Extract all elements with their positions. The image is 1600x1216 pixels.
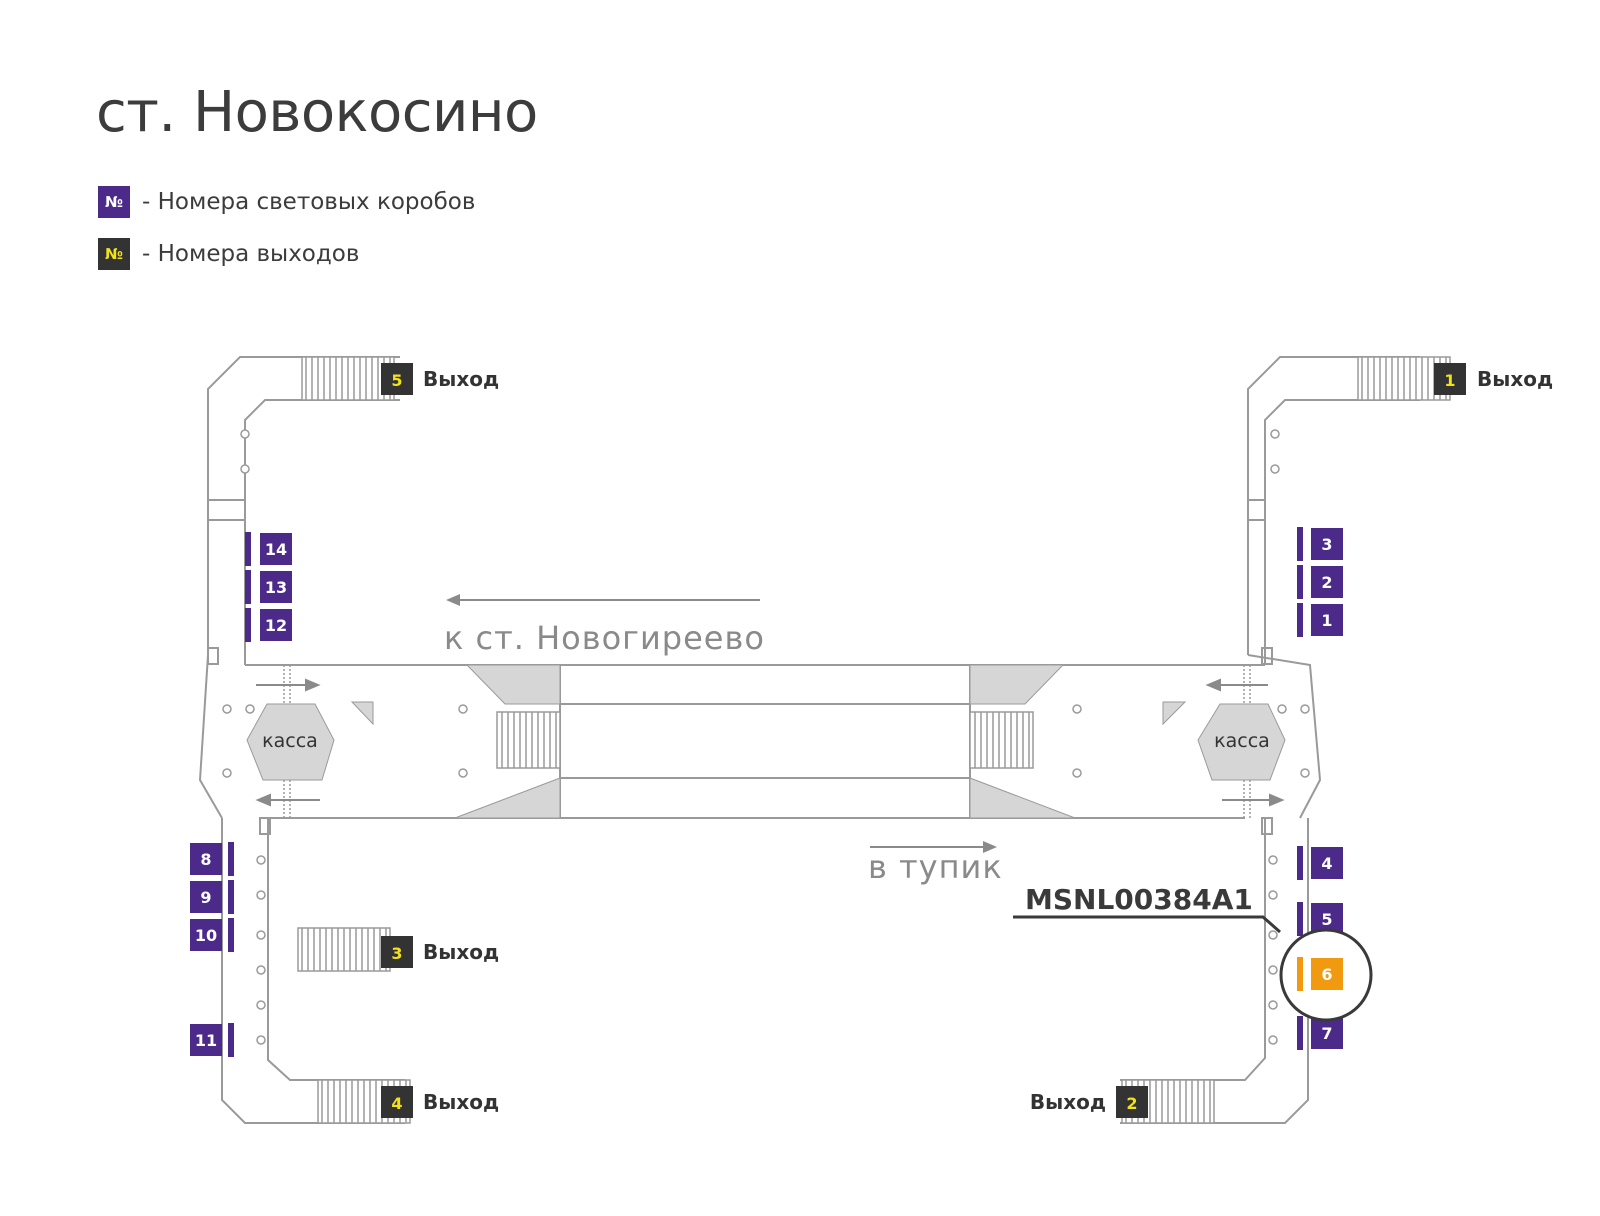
lightbox-3: 3	[1297, 527, 1343, 561]
columns	[222, 429, 1310, 1045]
highlight-code: MSNL00384A1	[1025, 883, 1253, 916]
lightbox-7: 7	[1297, 1016, 1343, 1050]
exit-1-number: 1	[1444, 371, 1455, 390]
highlight-callout: 6 MSNL00384A1	[1013, 883, 1373, 1022]
ticket-office-left-label: касса	[262, 730, 318, 752]
lightbox-13-number: 13	[265, 578, 287, 597]
exit-3-label: Выход	[423, 940, 499, 964]
legend-lightbox-swatch: №	[98, 186, 130, 218]
highlight-lightbox-number: 6	[1321, 965, 1332, 984]
exit-5: 5 Выход	[381, 363, 499, 395]
lightbox-4: 4	[1297, 846, 1343, 880]
exit-2-label: Выход	[1030, 1090, 1106, 1114]
stairs-left-platform	[496, 711, 561, 769]
callout-leader-line	[1013, 915, 1281, 934]
lightbox-13: 13	[245, 570, 292, 604]
exit-4-number: 4	[391, 1094, 402, 1113]
legend-exit-label: - Номера выходов	[142, 241, 360, 267]
lightbox-12-number: 12	[265, 616, 287, 635]
legend-exit: № - Номера выходов	[98, 238, 359, 270]
lightbox-5-number: 5	[1321, 910, 1332, 929]
exit-2-number: 2	[1126, 1094, 1137, 1113]
legend-lightbox: № - Номера световых коробов	[98, 186, 475, 218]
exit-3-number: 3	[391, 944, 402, 963]
highlight-lightbox-bar	[1297, 957, 1303, 991]
lightbox-7-number: 7	[1321, 1024, 1332, 1043]
flow-arrows	[255, 678, 1285, 807]
ramp-top-right	[969, 664, 1065, 705]
lightbox-3-number: 3	[1321, 535, 1332, 554]
marker-triangle-left	[350, 701, 374, 726]
marker-triangle-right	[1162, 701, 1187, 726]
direction-top: к ст. Новогиреево	[444, 594, 765, 657]
lightbox-2-number: 2	[1321, 573, 1332, 592]
exit-5-label: Выход	[423, 367, 499, 391]
stairs-exit-5	[301, 356, 395, 401]
ticket-office-right: касса	[1197, 703, 1286, 781]
direction-bottom-label: в тупик	[868, 848, 1003, 886]
lightbox-1: 1	[1297, 603, 1343, 637]
legend-exit-swatch: №	[98, 238, 130, 270]
ticket-office-left: касса	[246, 703, 335, 781]
exit-4-label: Выход	[423, 1090, 499, 1114]
lightbox-11-number: 11	[195, 1031, 217, 1050]
ramp-bottom-left	[454, 777, 561, 819]
legend-lightbox-label: - Номера световых коробов	[142, 189, 476, 215]
stairs-exit-3	[297, 927, 391, 972]
ramp-bottom-right	[969, 777, 1076, 819]
page-title: ст. Новокосино	[96, 80, 538, 145]
exit-4: 4 Выход	[381, 1086, 499, 1118]
exit-1-label: Выход	[1477, 367, 1553, 391]
lightbox-11: 11	[190, 1023, 234, 1057]
lightbox-1-number: 1	[1321, 611, 1332, 630]
stairs-right-platform	[969, 711, 1034, 769]
lightbox-8-number: 8	[200, 850, 211, 869]
ramp-top-left	[465, 664, 561, 705]
exit-5-number: 5	[391, 371, 402, 390]
exit-3: 3 Выход	[381, 936, 499, 968]
lightbox-10-number: 10	[195, 926, 217, 945]
turnstiles	[283, 665, 1251, 818]
exit-2: 2 Выход	[1030, 1086, 1148, 1118]
highlight-lightbox-box	[1311, 958, 1343, 990]
lightbox-8: 8	[190, 842, 234, 876]
lightbox-2: 2	[1297, 565, 1343, 599]
lightbox-12: 12	[245, 608, 292, 642]
lightbox-14: 14	[245, 532, 292, 566]
lightbox-10: 10	[190, 918, 234, 952]
direction-bottom: в тупик	[868, 841, 1003, 886]
lightbox-9: 9	[190, 880, 234, 914]
lightbox-9-number: 9	[200, 888, 211, 907]
lightbox-14-number: 14	[265, 540, 287, 559]
lightbox-4-number: 4	[1321, 854, 1332, 873]
exit-1: 1 Выход	[1434, 363, 1553, 395]
lightboxes: 14 13 12 3 2 1 8 9 10 11 4 5 7	[190, 527, 1343, 1057]
direction-top-label: к ст. Новогиреево	[444, 619, 765, 657]
ticket-office-right-label: касса	[1214, 730, 1270, 752]
ramps	[350, 664, 1187, 819]
